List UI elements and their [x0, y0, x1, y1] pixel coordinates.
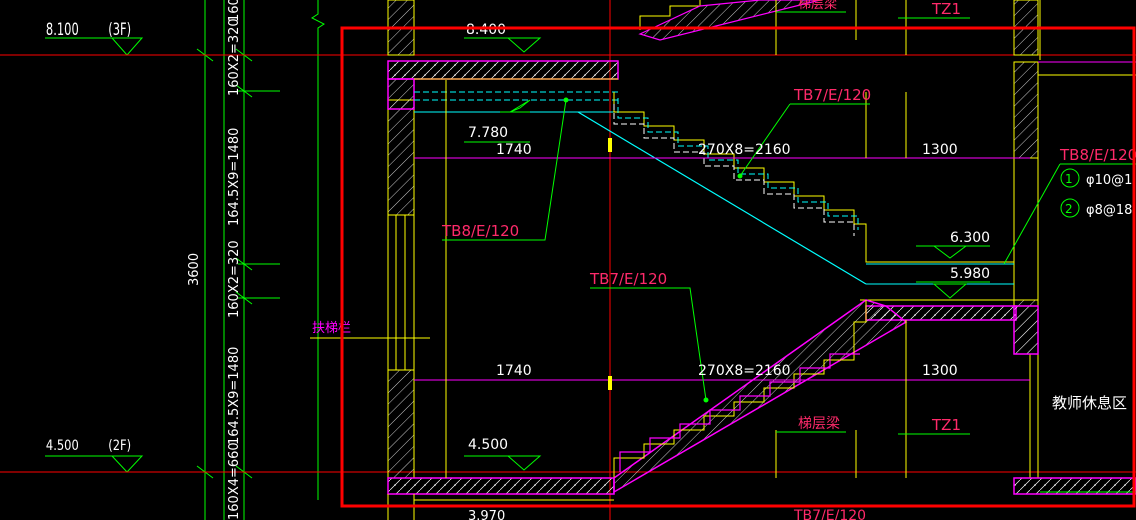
label-tb7-upper: TB7/E/120 — [793, 86, 871, 104]
label-room: 教师休息区 — [1052, 394, 1127, 412]
dim-total: 3600 — [187, 253, 202, 286]
left-dimension-area — [45, 0, 325, 520]
dim-d3: 164.5X9=1480 — [227, 128, 242, 226]
level-3f-name: (3F) — [108, 21, 131, 40]
elevation-markers — [464, 37, 990, 471]
dim-d1: 160 — [227, 0, 242, 22]
elev-top-partial: 8.400 — [466, 22, 506, 38]
dim-d5: 164.5X9=1480 — [227, 347, 242, 445]
leader-lines — [442, 11, 1136, 493]
level-2f-elev: 4.500 — [46, 438, 79, 454]
label-beam-lower: 梯层梁 — [798, 416, 840, 432]
hdim-lower-right: 1300 — [922, 363, 958, 379]
label-beam-top: 梯层梁 — [798, 0, 837, 12]
label-rebar1: φ10@1 — [1086, 173, 1132, 188]
elev-mid-bottom: 5.980 — [950, 266, 990, 282]
text-layer: 8.100 (3F) 4.500 (2F) 160 160X2=320 164.… — [46, 0, 1136, 520]
label-rebar2-num: 2 — [1065, 202, 1073, 216]
label-tb7-mid: TB7/E/120 — [589, 270, 667, 288]
label-tz1-top: TZ1 — [931, 0, 961, 18]
elev-mid-top: 6.300 — [950, 230, 990, 246]
dim-d6: 160X4=660 — [227, 442, 242, 520]
elev-bottom-partial: 3.970 — [468, 509, 505, 520]
label-rebar1-num: 1 — [1065, 172, 1073, 186]
elev-lower-floor: 4.500 — [468, 437, 508, 453]
label-railing: 扶梯栏 — [312, 321, 351, 336]
hdim-upper-right: 1300 — [922, 142, 958, 158]
hdim-upper-mid: 270X8=2160 — [698, 142, 791, 158]
stair-structure — [387, 0, 1136, 520]
span-dim-lines — [414, 157, 1030, 381]
label-tb8-right: TB8/E/120 — [1059, 146, 1136, 164]
level-3f-elev: 8.100 — [46, 21, 79, 40]
label-rebar2: φ8@18 — [1086, 203, 1132, 218]
elev-landing-upper: 7.780 — [468, 125, 508, 141]
hdim-upper-left: 1740 — [496, 142, 532, 158]
arrow-ticks — [608, 138, 612, 390]
rebar-callouts — [1060, 168, 1080, 218]
dim-d2: 160X2=320 — [227, 18, 242, 96]
label-tb8-left: TB8/E/120 — [441, 222, 519, 240]
level-2f-name: (2F) — [108, 438, 131, 454]
hdim-lower-mid: 270X8=2160 — [698, 363, 791, 379]
label-tz1-lower: TZ1 — [931, 416, 961, 434]
selection-box[interactable] — [340, 26, 1136, 508]
dim-d4: 160X2=320 — [227, 240, 242, 318]
hdim-lower-left: 1740 — [496, 363, 532, 379]
label-tb7-bottom: TB7/E/120 — [793, 508, 866, 520]
